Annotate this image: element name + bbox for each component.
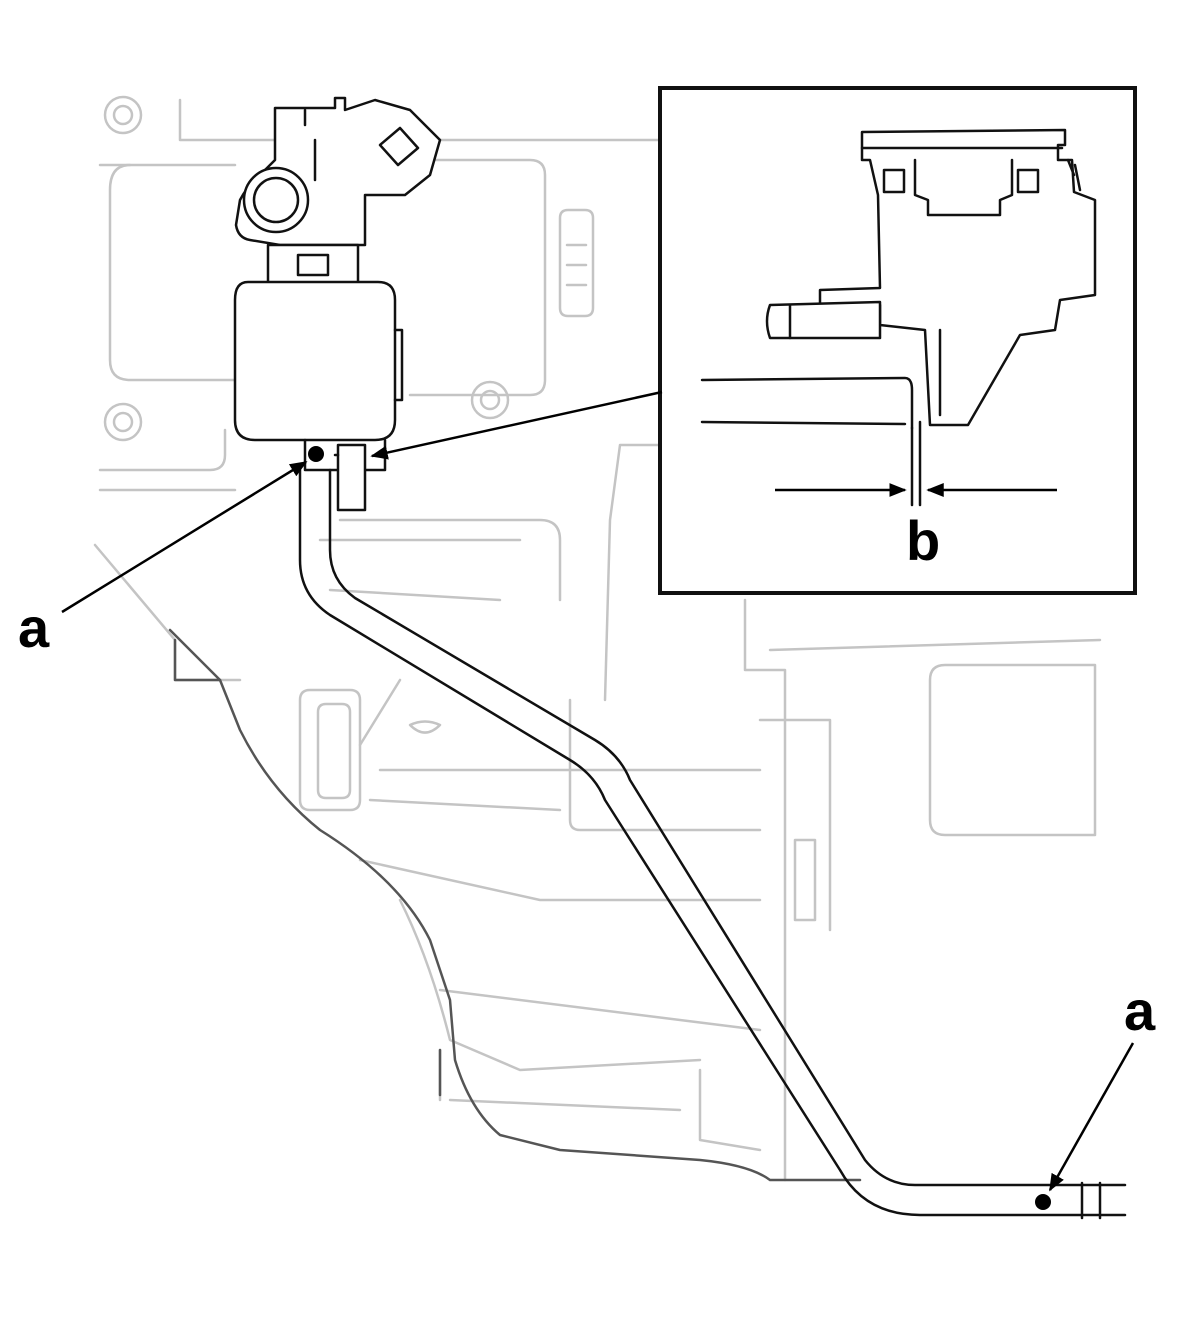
connection-points [308, 446, 1051, 1210]
callout-a-left: a [18, 596, 50, 659]
leader-a-right [1048, 1042, 1135, 1192]
housing-outline [168, 628, 862, 1182]
callout-b-detail: b [906, 509, 941, 572]
marking-dot-upper [308, 446, 324, 462]
leader-detail [370, 390, 663, 460]
vacuum-hose [298, 468, 1127, 1220]
callout-a-right: a [1124, 979, 1156, 1042]
detail-inset [658, 86, 1137, 595]
leader-a-left [61, 460, 308, 614]
leader-lines [61, 390, 1135, 1192]
transmission-housing-background [93, 95, 1102, 1182]
solenoid-valve-assembly [233, 96, 442, 512]
marking-dot-lower [1035, 1194, 1051, 1210]
